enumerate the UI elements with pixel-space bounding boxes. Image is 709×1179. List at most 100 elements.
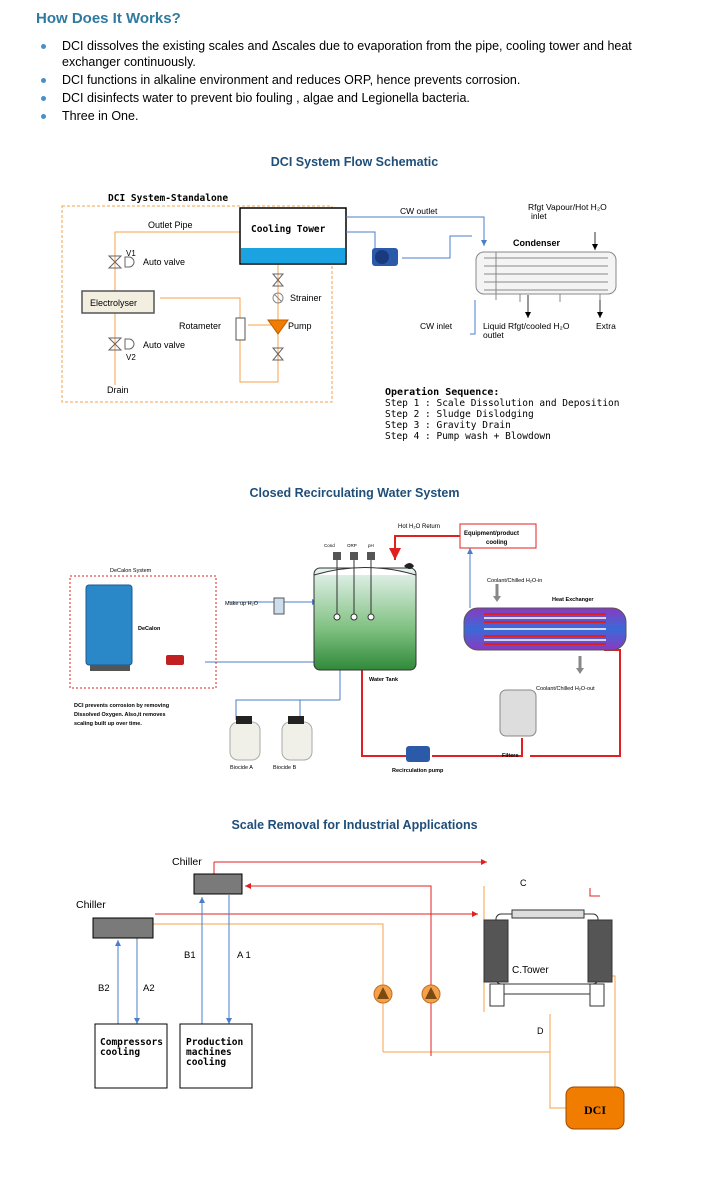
water-tank — [313, 567, 417, 671]
v2-label: V2 — [126, 353, 136, 362]
electrolyser-label: Electrolyser — [90, 298, 137, 308]
recirc-pump-icon — [406, 746, 430, 762]
auto-valve-2-label: Auto valve — [143, 340, 185, 350]
biocide-a-label: Biocide A — [230, 765, 253, 771]
scale-removal-diagram: Chiller Chiller C B1 A 1 B2 A2 D C.Tower… — [76, 856, 625, 1130]
dci-box — [565, 1086, 625, 1130]
filters-label: Filters — [502, 753, 519, 759]
equipment-box — [459, 523, 537, 549]
step-2: Step 2 : Sludge Dislodging — [385, 409, 534, 420]
operation-sequence-title: Operation Sequence: — [385, 386, 499, 398]
chiller-left-box — [92, 917, 154, 939]
bullet-item: DCI functions in alkaline environment an… — [40, 72, 680, 88]
flow-schematic: DCI System-Standalone Cooling Tower Outl… — [61, 193, 620, 442]
biocide-b-label: Biocide B — [273, 765, 297, 771]
cooling-tower-water — [241, 248, 345, 263]
label-b2: B2 — [98, 983, 110, 994]
cooling-tower-label: Cooling Tower — [251, 224, 326, 235]
c-tower-label: C.Tower — [512, 965, 549, 976]
decalon-cabinet — [85, 584, 133, 666]
decalon-label: DeCalon — [138, 626, 161, 632]
water-tank-label: Water Tank — [369, 677, 399, 683]
heat-exchanger-icon — [463, 607, 627, 651]
hot-return-label: Hot H₂O Return — [398, 524, 440, 530]
extra-label: Extra — [596, 321, 616, 331]
rfgt-inlet-label: inlet — [531, 211, 547, 221]
v2-valve-icon — [107, 337, 123, 351]
condenser-label: Condenser — [513, 238, 561, 248]
step-4: Step 4 : Pump wash + Blowdown — [385, 431, 551, 442]
note-line-2: Dissolved Oxygen. Also,it removes — [74, 712, 166, 718]
compressors-box — [94, 1023, 168, 1089]
strainer-icon — [272, 292, 284, 304]
label-a1: A 1 — [237, 950, 251, 961]
v1-label: V1 — [126, 249, 136, 258]
v1-valve-icon — [107, 255, 123, 269]
label-a2: A2 — [143, 983, 155, 994]
outlet-pipe-label: Outlet Pipe — [148, 220, 193, 230]
page-heading: How Does It Works? — [36, 10, 181, 27]
recirc-pump-label: Recirculation pump — [392, 768, 444, 774]
biocide-a-tank — [229, 721, 261, 761]
orp-label: ORP — [347, 543, 357, 548]
compressors-label-1: Compressors — [100, 1037, 163, 1048]
dci-label: DCI — [584, 1103, 606, 1117]
rotameter-icon — [235, 317, 246, 341]
chiller-top-box — [193, 873, 243, 895]
pump-1-icon — [373, 984, 393, 1004]
label-b1: B1 — [184, 950, 196, 961]
electrolyser-box — [81, 290, 155, 314]
auto-valve-1-label: Auto valve — [143, 257, 185, 267]
bullet-item: DCI dissolves the existing scales and Δs… — [40, 38, 680, 70]
compressors-label-2: cooling — [100, 1047, 140, 1058]
strainer-label: Strainer — [290, 293, 322, 303]
filter-housing — [499, 689, 537, 737]
label-d: D — [537, 1026, 544, 1036]
equipment-label: Equipment/product — [464, 531, 519, 537]
chiller-top-label: Chiller — [172, 856, 202, 868]
standalone-boundary — [61, 205, 333, 403]
bullet-item: DCI disinfects water to prevent bio foul… — [40, 90, 680, 106]
rotameter-label: Rotameter — [179, 321, 221, 331]
chiller-left-label: Chiller — [76, 899, 106, 911]
decalon-unit-icon — [166, 655, 184, 665]
production-label-1: Production — [186, 1037, 243, 1048]
ph-label: pH — [368, 543, 374, 548]
production-label-2: machines — [186, 1047, 232, 1058]
bullet-list: DCI dissolves the existing scales and Δs… — [40, 38, 680, 126]
liquid-rfgt-label: Liquid Rfgt/cooled H₂O — [483, 321, 570, 331]
closed-system-diagram: Hot H₂O Return Equipment/product cooling… — [69, 523, 627, 774]
step-1: Step 1 : Scale Dissolution and Depositio… — [385, 398, 620, 409]
rfgt-vapour-label: Rfgt Vapour/Hot H₂O — [528, 202, 607, 212]
bullet-item: Three in One. — [40, 108, 680, 124]
heat-exchanger-label: Heat Exchanger — [552, 597, 594, 603]
pump-2-icon — [421, 984, 441, 1004]
note-line-3: scaling built up over time. — [74, 721, 142, 727]
biocide-b-tank — [281, 721, 313, 761]
standalone-label: DCI System-Standalone — [108, 193, 228, 204]
makeup-label: Make up H₂O — [225, 601, 259, 607]
step-3: Step 3 : Gravity Drain — [385, 420, 511, 431]
closed-system-title: Closed Recirculating Water System — [249, 486, 460, 500]
scale-removal-title: Scale Removal for Industrial Application… — [231, 818, 478, 832]
equipment-cooling-label: cooling — [486, 540, 508, 546]
condenser-icon — [475, 251, 617, 302]
cond-label: Cond — [324, 543, 335, 548]
decalon-system-boundary — [69, 575, 217, 689]
coolant-in-label: Coolant/Chilled H₂O-in — [487, 578, 542, 584]
production-box — [179, 1023, 253, 1089]
note-line-1: DCI prevents corrosion by removing — [74, 703, 169, 709]
pump-label: Pump — [288, 321, 312, 331]
c-tower-icon — [483, 909, 613, 1007]
drain-label: Drain — [107, 385, 129, 395]
label-c: C — [520, 878, 527, 888]
liquid-outlet-label: outlet — [483, 330, 504, 340]
cw-inlet-label: CW inlet — [420, 321, 453, 331]
flow-schematic-title: DCI System Flow Schematic — [270, 155, 439, 169]
pump-icon — [267, 319, 289, 335]
production-label-3: cooling — [186, 1057, 226, 1068]
coolant-out-label: Coolant/Chilled H₂O-out — [536, 686, 595, 692]
cw-outlet-label: CW outlet — [400, 206, 438, 216]
decalon-system-label: DeCalon System — [110, 568, 152, 574]
